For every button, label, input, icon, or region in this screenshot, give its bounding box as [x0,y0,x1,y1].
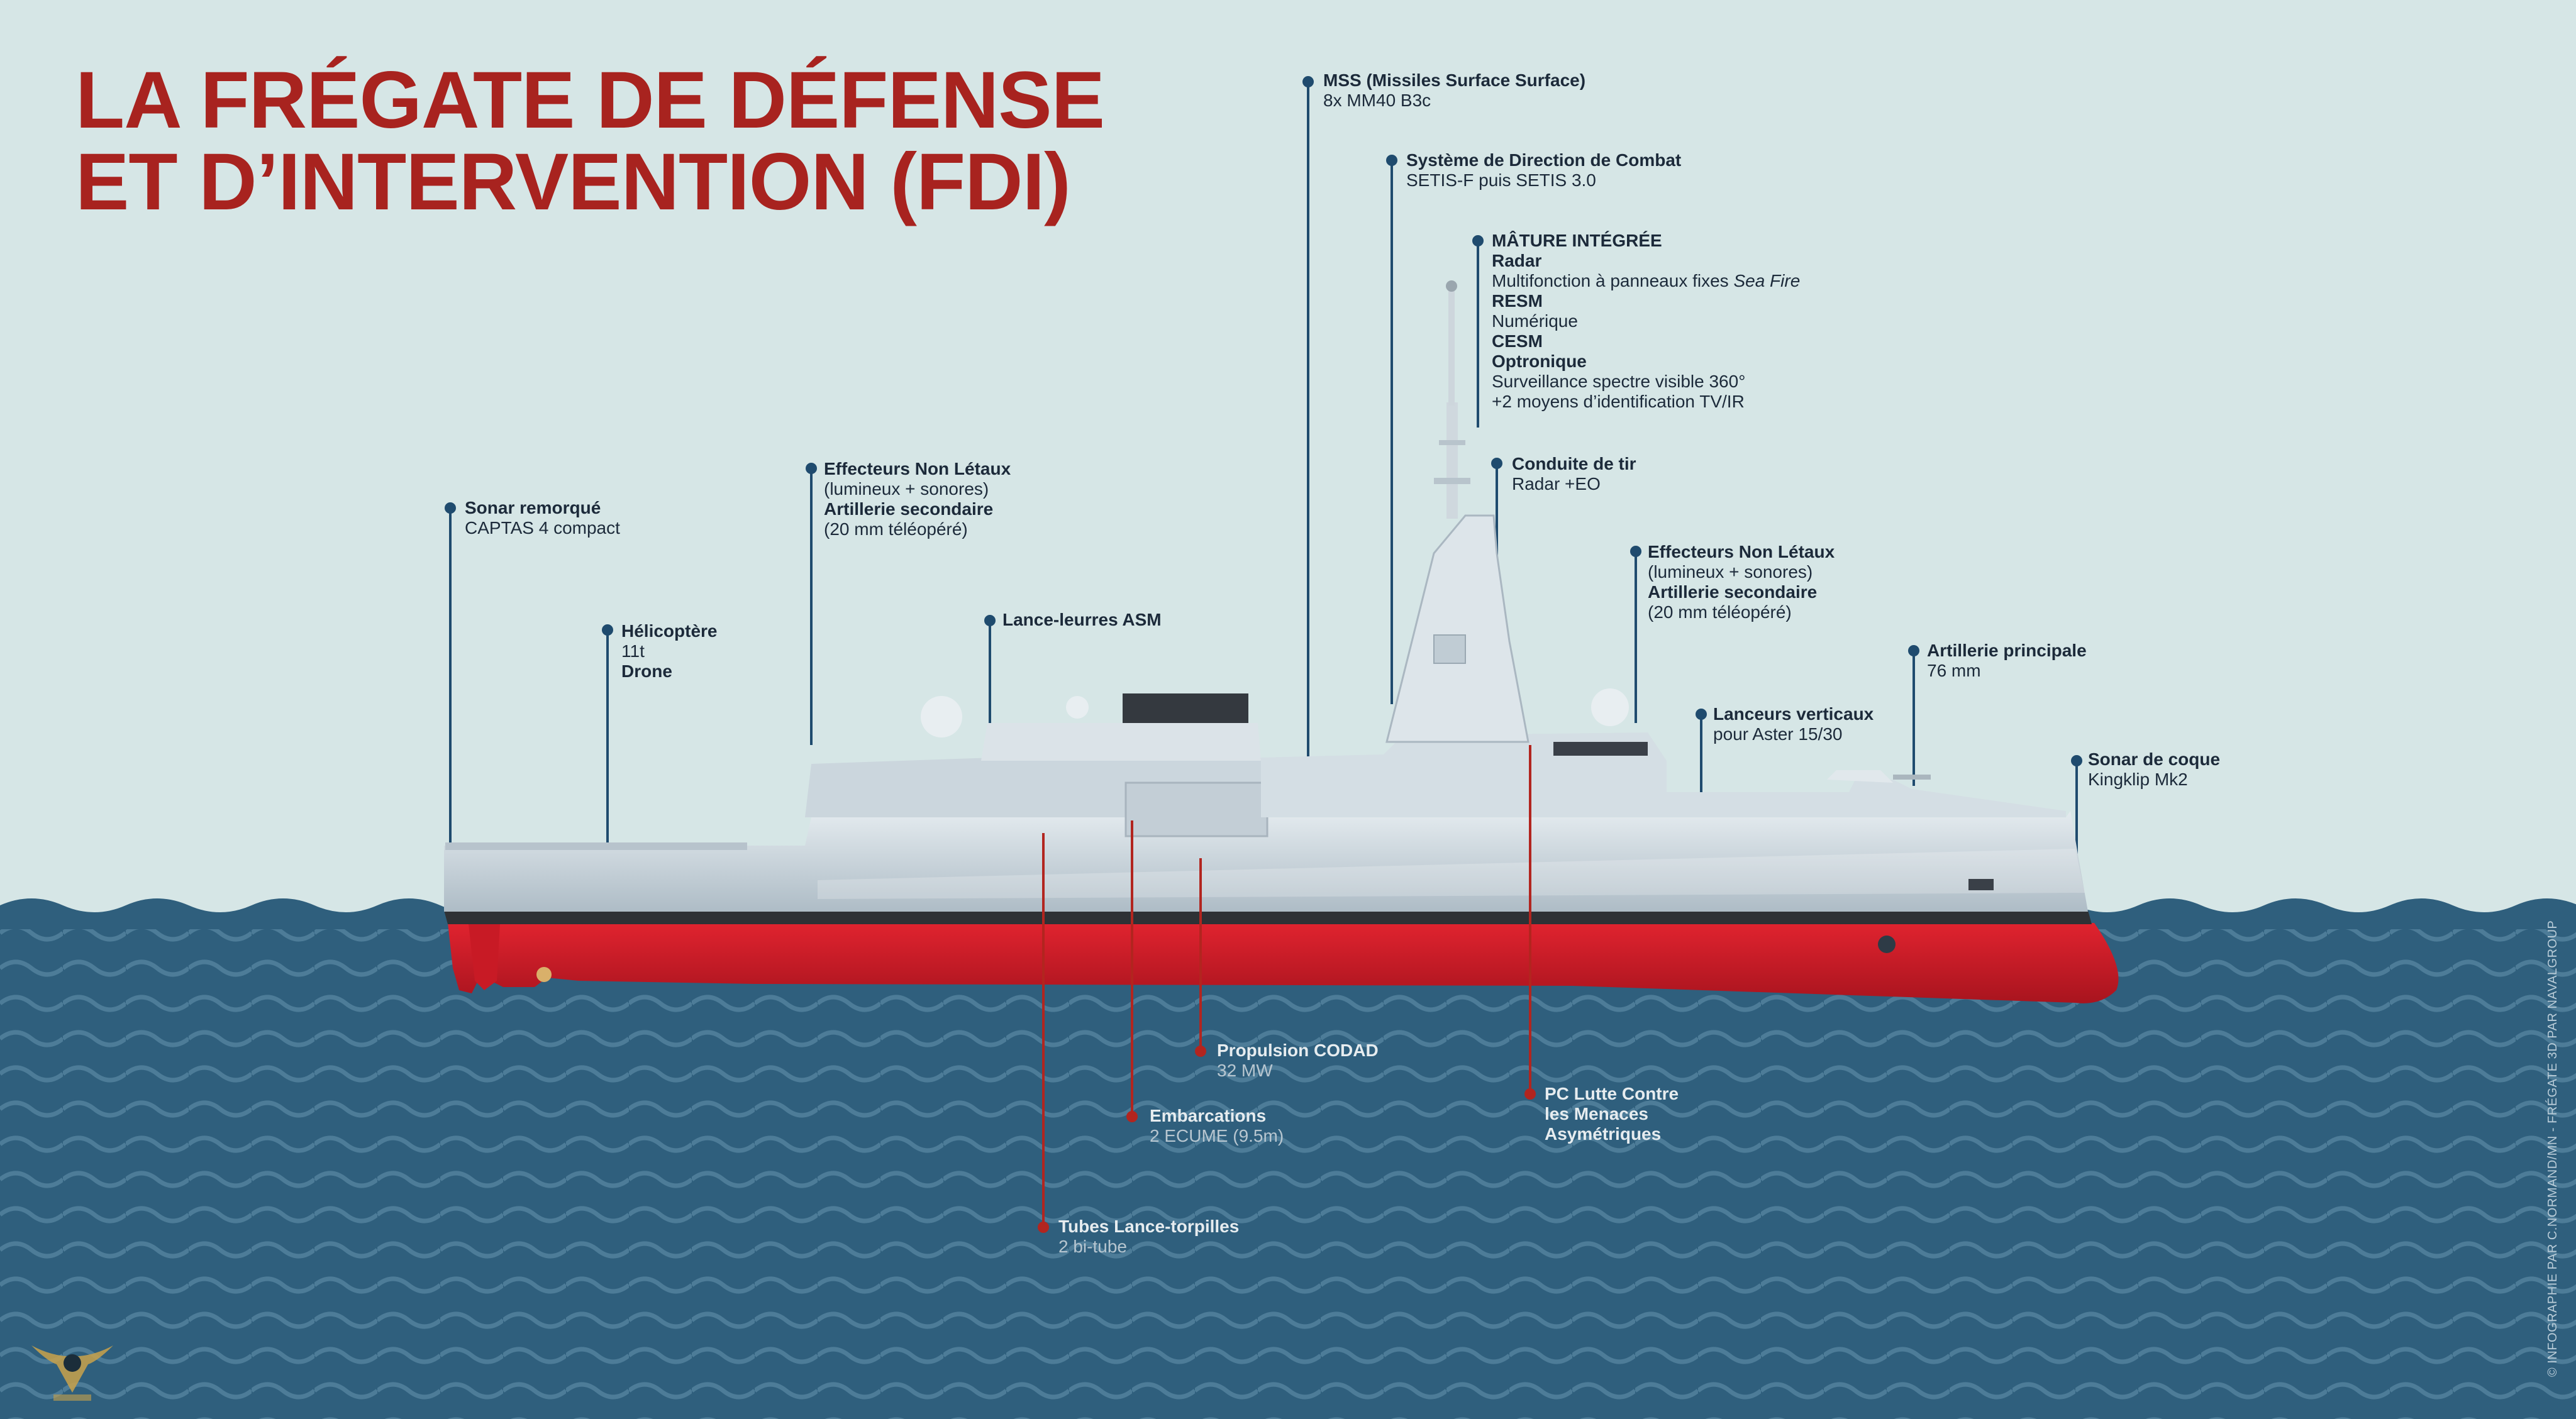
mature-opt-desc-2: +2 moyens d’identification TV/IR [1492,392,1745,411]
lanceurs-detail: pour Aster 15/30 [1713,724,1843,744]
radar-desc-text: Multifonction à panneaux fixes [1492,271,1734,290]
mast-stalk [1446,402,1458,519]
sonar-coque-title: Sonar de coque [2088,749,2221,769]
sonar-remorque-detail: CAPTAS 4 compact [465,518,620,538]
label-helico: Hélicoptère 11t Drone [621,621,718,682]
satcom-dome-small [1066,696,1089,719]
label-enl-fwd: Effecteurs Non Létaux (lumineux + sonore… [1648,542,1835,622]
label-mature: MÂTURE INTÉGRÉE Radar Multifonction à pa… [1492,231,1800,412]
integrated-mast [1385,514,1530,743]
radar-desc-seafire: Sea Fire [1733,271,1801,290]
mature-title: MÂTURE INTÉGRÉE [1492,231,1662,250]
flight-deck [445,842,747,850]
enl-fwd-title-2: Artillerie secondaire [1648,582,1818,602]
mature-radar: Radar [1492,251,1542,270]
gun-barrel [1893,775,1931,780]
naval-emblem [31,1345,113,1401]
embarcations-detail: 2 ECUME (9.5m) [1150,1126,1284,1146]
mature-optronique: Optronique [1492,351,1587,371]
satcom-dome-fwd [1591,688,1629,726]
anchor-hawse [1878,936,1896,953]
label-sonar-remorque: Sonar remorqué CAPTAS 4 compact [465,498,620,538]
leader-lines-below [1038,745,1536,1233]
tubes-detail: 2 bi-tube [1058,1237,1127,1256]
title-line-1: LA FRÉGATE DE DÉFENSE [75,55,1105,145]
mast-tip [1446,280,1457,292]
label-lanceurs: Lanceurs verticaux pour Aster 15/30 [1713,704,1874,744]
propulsion-title: Propulsion CODAD [1217,1041,1379,1060]
enl-aft-title-2: Artillerie secondaire [824,499,994,519]
leader-lines-above [445,76,2082,993]
lanceurs-title: Lanceurs verticaux [1713,704,1874,724]
main-gun [1827,770,1893,783]
mss-title: MSS (Missiles Surface Surface) [1323,70,1586,90]
label-artillerie: Artillerie principale 76 mm [1927,641,2087,681]
pc-line-2: les Menaces [1545,1104,1648,1124]
sdc-title: Système de Direction de Combat [1406,150,1682,170]
mast-spar-1 [1439,440,1465,445]
propeller [536,967,552,982]
enl-fwd-title: Effecteurs Non Létaux [1648,542,1835,561]
title-line-2: ET D’INTERVENTION (FDI) [75,137,1071,227]
helico-title: Hélicoptère [621,621,718,641]
conduite-detail: Radar +EO [1512,474,1601,494]
artillerie-title: Artillerie principale [1927,641,2087,660]
sea-waves [0,929,2576,1419]
sonar-coque-detail: Kingklip Mk2 [2088,770,2188,789]
label-conduite: Conduite de tir Radar +EO [1512,454,1636,494]
enl-aft-title: Effecteurs Non Létaux [824,459,1011,478]
hull-highlight [818,849,2085,899]
page-title: LA FRÉGATE DE DÉFENSE ET D’INTERVENTION … [75,55,1105,227]
label-pc: PC Lutte Contre les Menaces Asymétriques [1545,1084,1679,1144]
mid-superstructure [1261,732,2066,817]
leurres-title: Lance-leurres ASM [1002,610,1162,629]
boot-stripe [444,910,2092,924]
conduite-title: Conduite de tir [1512,454,1636,473]
label-sdc: Système de Direction de Combat SETIS-F p… [1406,150,1681,190]
label-leurres: Lance-leurres ASM [1002,610,1162,630]
embarcations-title: Embarcations [1150,1106,1267,1125]
hull-window [1968,879,1994,890]
label-propulsion: Propulsion CODAD 32 MW [1217,1041,1379,1081]
mature-radar-desc: Multifonction à panneaux fixes Sea Fire [1492,271,1800,291]
label-sonar-coque: Sonar de coque Kingklip Mk2 [2088,749,2220,790]
label-embarcations: Embarcations 2 ECUME (9.5m) [1150,1106,1284,1146]
mature-opt-desc-1: Surveillance spectre visible 360° [1492,372,1746,391]
hull-red [448,923,2119,1003]
boat-bay [1124,781,1269,837]
label-enl-aft: Effecteurs Non Létaux (lumineux + sonore… [824,459,1011,539]
enl-aft-detail: (lumineux + sonores) [824,479,989,499]
sonar-remorque-title: Sonar remorqué [465,498,601,517]
enl-fwd-detail-2: (20 mm téléopéré) [1648,602,1792,622]
helico-drone: Drone [621,661,672,681]
helico-detail: 11t [621,641,645,661]
enl-aft-detail-2: (20 mm téléopéré) [824,519,968,539]
label-mss: MSS (Missiles Surface Surface) 8x MM40 B… [1323,70,1585,111]
bridge-windows [1553,742,1648,756]
mast-top [1448,283,1455,406]
artillerie-detail: 76 mm [1927,661,1981,680]
mature-resm-desc: Numérique [1492,311,1578,331]
mast-spar-2 [1434,478,1470,484]
mast-panel [1433,634,1466,664]
sdc-detail: SETIS-F puis SETIS 3.0 [1406,170,1596,190]
pc-line-3: Asymétriques [1545,1124,1662,1144]
satcom-dome-aft [921,696,962,737]
mature-resm: RESM [1492,291,1543,311]
hangar-dark-roof [1123,693,1248,728]
propulsion-detail: 32 MW [1217,1061,1273,1080]
frigate-ship [444,280,2119,1003]
mss-detail: 8x MM40 B3c [1323,91,1431,110]
credit-text: © INFOGRAPHIE PAR C.NORMAND/MN - FRÉGATE… [2546,920,2560,1377]
hull-grey [444,811,2088,912]
tubes-title: Tubes Lance-torpilles [1058,1217,1240,1236]
label-tubes: Tubes Lance-torpilles 2 bi-tube [1058,1217,1239,1257]
pc-line-1: PC Lutte Contre [1545,1084,1679,1103]
mature-cesm: CESM [1492,331,1543,351]
hangar-upper [981,723,1261,761]
enl-fwd-detail: (lumineux + sonores) [1648,562,1813,582]
rudder [469,924,500,990]
